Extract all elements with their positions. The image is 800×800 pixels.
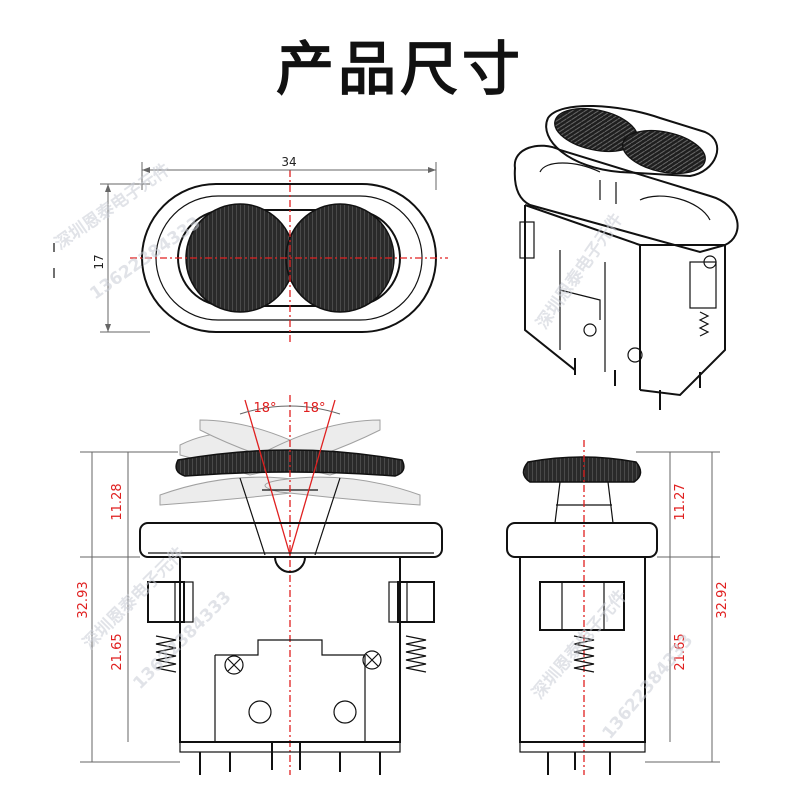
iso-side-latch [689,261,717,309]
front-view-total-height-label: 32.93 [76,581,91,618]
front-view-right-latch [397,581,435,623]
front-view-left-angle-label: 18° [253,401,276,416]
side-view-spring [573,635,595,673]
front-view-right-angle-ray [289,399,336,556]
iso-side-clip [519,221,535,259]
side-view: 11.27 32.92 21.65 [506,440,730,775]
side-view-rocker [522,456,642,483]
side-view-top-height-label: 11.27 [673,483,688,520]
iso-rocker-outline [545,105,719,178]
front-view-left-angle-ray [244,399,291,556]
front-view-right-angle-label: 18° [302,401,325,416]
side-view-total-height-label: 32.92 [715,581,730,618]
front-view-rocker [175,449,405,477]
front-view-right-spring [405,635,427,673]
side-view-latch [539,581,625,631]
watermark-phone-side: 13622384333 [599,631,698,744]
isometric-view [513,105,739,410]
front-view: 18° 18° 11.28 [76,395,443,775]
side-view-bezel [506,522,658,558]
side-view-body-height-label: 21.65 [673,633,688,670]
page-title: 产品尺寸 [275,35,524,103]
front-view-body-height-label: 21.65 [110,633,125,670]
top-view-height-label: 17 [92,254,106,269]
top-view-width-label: 34 [281,155,296,169]
watermark-phone-front: 13622384333 [129,587,235,693]
front-view-top-height-label: 11.28 [110,483,125,520]
iso-spring [698,311,710,337]
watermark-company-side: 深圳恩泰电子元件 [528,586,632,704]
watermark-company-iso: 深圳恩泰电子元件 [532,209,627,332]
front-view-left-latch [147,581,185,623]
iso-right-button [622,129,706,175]
front-view-left-spring [155,635,177,673]
top-view: 34 17 [53,155,448,345]
iso-bezel [513,144,739,254]
